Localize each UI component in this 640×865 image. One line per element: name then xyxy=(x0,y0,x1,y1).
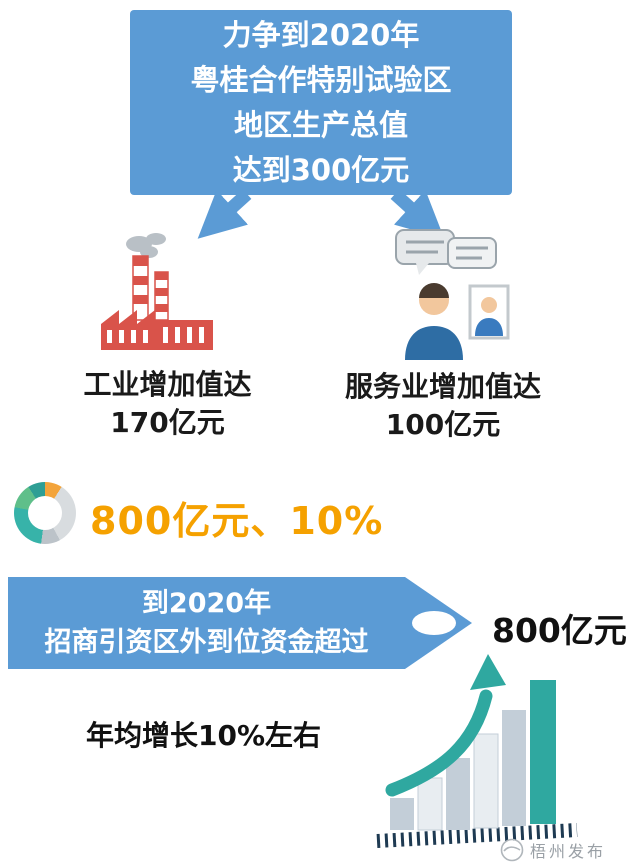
factory-icon xyxy=(101,233,213,350)
donut-chart-icon xyxy=(14,482,76,544)
growth-note: 年均增长10%左右 xyxy=(86,719,322,752)
publisher-watermark: 梧州发布 xyxy=(500,838,606,862)
target-banner-line-1: 到2020年 xyxy=(141,588,272,619)
banner-ellipse-icon xyxy=(412,611,456,635)
highlight-figure: 800亿元、10% xyxy=(90,499,384,543)
industry-stat-label: 工业增加值达 xyxy=(83,368,252,401)
service-stat: 服务业增加值达 100亿元 xyxy=(318,368,568,444)
target-banner: 到2020年 招商引资区外到位资金超过 xyxy=(8,577,472,669)
headline-line-4: 达到300亿元 xyxy=(232,152,410,187)
rising-bar-chart-icon xyxy=(376,654,578,848)
headline-line-1: 力争到2020年 xyxy=(222,17,420,52)
headline-line-2: 粤桂合作特别试验区 xyxy=(190,62,452,97)
service-stat-value: 100亿元 xyxy=(385,408,501,441)
publisher-logo-icon xyxy=(500,838,524,862)
banner-value: 800亿元 xyxy=(492,611,627,650)
industry-stat: 工业增加值达 170亿元 xyxy=(30,366,305,442)
service-stat-label: 服务业增加值达 xyxy=(344,370,541,403)
headline-box: 力争到2020年 粤桂合作特别试验区 地区生产总值 达到300亿元 xyxy=(130,10,512,195)
target-banner-text: 到2020年 招商引资区外到位资金超过 xyxy=(8,577,405,669)
headline-line-3: 地区生产总值 xyxy=(233,107,408,142)
publisher-name: 梧州发布 xyxy=(530,842,607,861)
consulting-people-icon xyxy=(395,229,510,360)
target-banner-line-2: 招商引资区外到位资金超过 xyxy=(44,627,369,658)
industry-stat-value: 170亿元 xyxy=(110,406,225,439)
split-arrows-icon xyxy=(197,191,445,239)
